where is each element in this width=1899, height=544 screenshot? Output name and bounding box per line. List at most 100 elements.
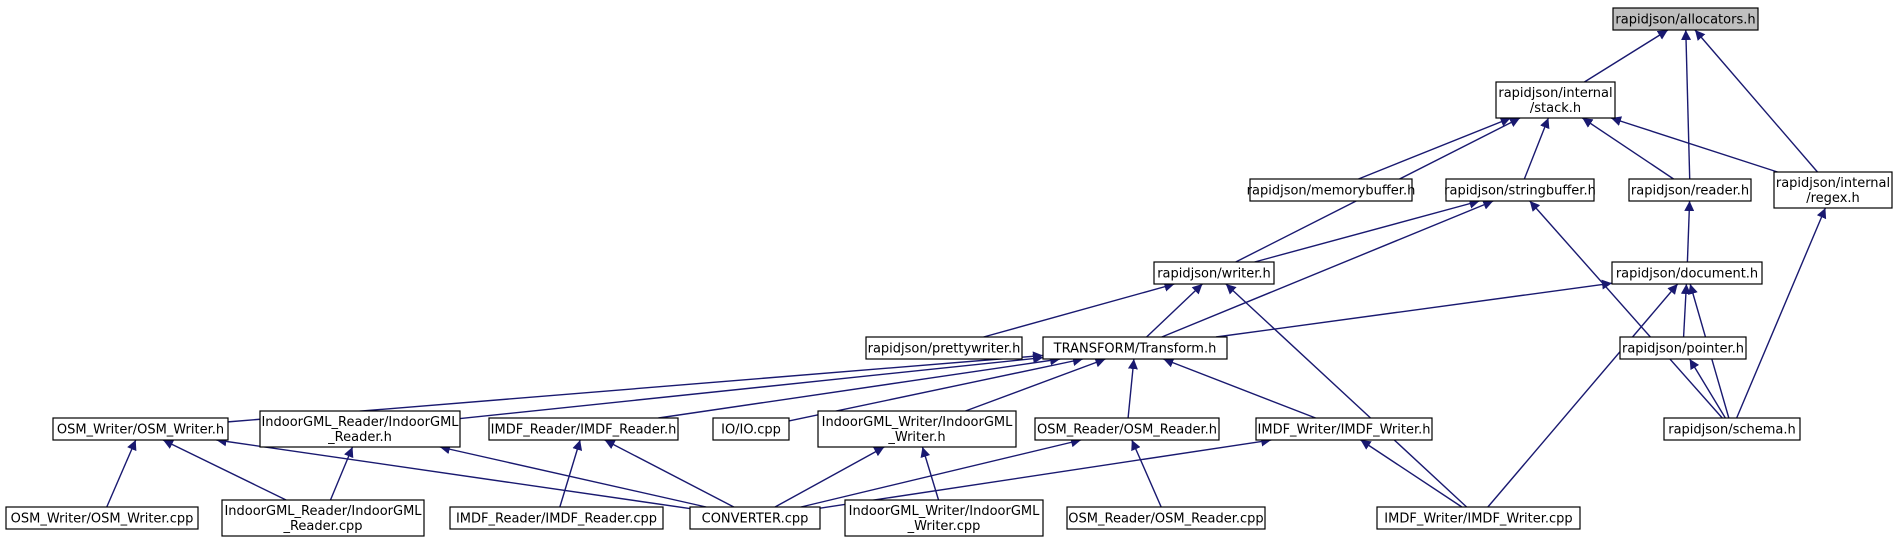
edge-imdf_writer_cpp-to-writer — [1225, 283, 1468, 508]
node-label: _Writer.cpp — [907, 519, 981, 534]
node-label: rapidjson/memorybuffer.h — [1247, 184, 1416, 199]
dependency-edges — [106, 29, 1827, 510]
edge-stringbuffer-to-stack — [1523, 117, 1550, 180]
edge-converter-to-indoorgml_reader_h — [439, 444, 707, 508]
node-indoorgml_reader_h[interactable]: IndoorGML_Reader/IndoorGML_Reader.h — [259, 410, 461, 448]
node-label: /stack.h — [1530, 101, 1581, 116]
node-imdf_writer_h[interactable]: IMDF_Writer/IMDF_Writer.h — [1255, 417, 1433, 441]
node-osm_reader_h[interactable]: OSM_Reader/OSM_Reader.h — [1034, 417, 1220, 441]
node-box — [865, 336, 1023, 360]
node-prettywriter[interactable]: rapidjson/prettywriter.h — [865, 336, 1023, 360]
node-label: CONVERTER.cpp — [702, 512, 809, 527]
node-label: IO/IO.cpp — [721, 423, 781, 438]
node-box — [1249, 178, 1413, 202]
edge-schema-to-pointer — [1689, 358, 1726, 419]
node-label: IndoorGML_Writer/IndoorGML — [822, 415, 1014, 430]
node-schema[interactable]: rapidjson/schema.h — [1663, 417, 1801, 441]
edge-imdf_reader_cpp-to-imdf_reader_h — [559, 439, 583, 508]
node-stack[interactable]: rapidjson/internal/stack.h — [1495, 81, 1616, 119]
node-box — [1611, 261, 1763, 285]
edge-writer-to-stringbuffer — [1254, 198, 1480, 263]
node-box — [689, 506, 821, 530]
node-stringbuffer[interactable]: rapidjson/stringbuffer.h — [1444, 178, 1596, 202]
node-box — [1773, 171, 1893, 209]
node-label: rapidjson/prettywriter.h — [868, 342, 1021, 357]
node-transform[interactable]: TRANSFORM/Transform.h — [1042, 336, 1228, 360]
node-indoorgml_writer_cpp[interactable]: IndoorGML_Writer/IndoorGML_Writer.cpp — [844, 499, 1044, 537]
edge-prettywriter-to-writer — [983, 281, 1175, 338]
node-imdf_writer_cpp[interactable]: IMDF_Writer/IMDF_Writer.cpp — [1376, 506, 1581, 530]
edge-converter-to-indoorgml_writer_h — [774, 446, 885, 508]
node-box — [1619, 336, 1747, 360]
node-label: rapidjson/schema.h — [1668, 423, 1796, 438]
node-osm_reader_cpp[interactable]: OSM_Reader/OSM_Reader.cpp — [1066, 506, 1266, 530]
edge-reader-to-allocators — [1681, 29, 1692, 180]
node-box — [1628, 178, 1752, 202]
node-osm_writer_cpp[interactable]: OSM_Writer/OSM_Writer.cpp — [5, 506, 199, 530]
node-box — [1663, 417, 1801, 441]
edge-indoorgml_reader_h-to-transform — [459, 353, 1044, 420]
edge-converter-to-imdf_reader_h — [604, 439, 735, 508]
node-label: rapidjson/allocators.h — [1615, 13, 1755, 28]
edge-regex-to-allocators — [1694, 29, 1819, 173]
node-regex[interactable]: rapidjson/internal/regex.h — [1773, 171, 1893, 209]
node-io_cpp[interactable]: IO/IO.cpp — [712, 417, 790, 441]
node-label: TRANSFORM/Transform.h — [1053, 342, 1217, 357]
node-label: rapidjson/internal — [1776, 176, 1890, 191]
edge-transform-to-document — [1215, 279, 1613, 338]
node-indoorgml_writer_h[interactable]: IndoorGML_Writer/IndoorGML_Writer.h — [817, 410, 1017, 448]
edge-imdf_writer_cpp-to-document — [1487, 283, 1679, 508]
node-document[interactable]: rapidjson/document.h — [1611, 261, 1763, 285]
node-box — [1376, 506, 1581, 530]
node-box — [52, 417, 229, 441]
node-label: IndoorGML_Writer/IndoorGML — [849, 504, 1041, 519]
edge-converter-to-imdf_writer_h — [819, 436, 1272, 509]
edge-schema-to-regex — [1736, 207, 1827, 419]
edge-osm_writer_cpp-to-osm_writer_h — [106, 439, 137, 508]
node-label: IMDF_Reader/IMDF_Reader.h — [491, 423, 677, 438]
node-label: /regex.h — [1806, 191, 1860, 206]
node-osm_writer_h[interactable]: OSM_Writer/OSM_Writer.h — [52, 417, 229, 441]
node-converter[interactable]: CONVERTER.cpp — [689, 506, 821, 530]
edge-memorybuffer-to-stack — [1358, 117, 1511, 180]
node-imdf_reader_h[interactable]: IMDF_Reader/IMDF_Reader.h — [488, 417, 679, 441]
node-imdf_reader_cpp[interactable]: IMDF_Reader/IMDF_Reader.cpp — [449, 506, 664, 530]
node-writer[interactable]: rapidjson/writer.h — [1153, 261, 1275, 285]
edge-converter-to-osm_writer_h — [216, 436, 691, 510]
edge-pointer-to-document — [1680, 283, 1691, 338]
edge-reader-to-stack — [1582, 117, 1674, 180]
node-box — [817, 410, 1017, 448]
file-nodes: rapidjson/allocators.h rapidjson/internal… — [5, 7, 1893, 537]
edge-osm_reader_cpp-to-osm_reader_h — [1131, 439, 1162, 508]
node-box — [1445, 178, 1595, 202]
node-box — [1153, 261, 1275, 285]
node-label: IMDF_Writer/IMDF_Writer.h — [1258, 423, 1431, 438]
node-box — [5, 506, 199, 530]
node-box — [1495, 81, 1616, 119]
node-reader[interactable]: rapidjson/reader.h — [1628, 178, 1752, 202]
edge-osm_reader_h-to-transform — [1127, 358, 1138, 419]
node-label: rapidjson/document.h — [1616, 267, 1758, 282]
edge-stack-to-allocators — [1584, 29, 1669, 83]
node-label: IMDF_Writer/IMDF_Writer.cpp — [1384, 512, 1572, 527]
node-box — [1066, 506, 1266, 530]
edge-imdf_reader_h-to-transform — [658, 355, 1061, 419]
node-label: OSM_Reader/OSM_Reader.cpp — [1068, 512, 1263, 527]
node-label: IndoorGML_Reader/IndoorGML — [261, 415, 459, 430]
node-indoorgml_reader_cpp[interactable]: IndoorGML_Reader/IndoorGML_Reader.cpp — [221, 499, 425, 537]
node-label: rapidjson/writer.h — [1157, 267, 1271, 282]
node-box — [1042, 336, 1228, 360]
node-label: rapidjson/stringbuffer.h — [1444, 184, 1596, 199]
edge-imdf_writer_cpp-to-imdf_writer_h — [1360, 439, 1463, 508]
node-label: rapidjson/reader.h — [1631, 184, 1749, 199]
node-pointer[interactable]: rapidjson/pointer.h — [1619, 336, 1747, 360]
node-memorybuffer[interactable]: rapidjson/memorybuffer.h — [1247, 178, 1416, 202]
edge-schema-to-stringbuffer — [1529, 200, 1723, 419]
edge-indoorgml_reader_cpp-to-indoorgml_reader_h — [329, 446, 354, 501]
node-label: _Writer.h — [887, 430, 945, 445]
node-label: rapidjson/pointer.h — [1622, 342, 1744, 357]
edge-converter-to-osm_reader_h — [800, 437, 1082, 508]
node-label: _Reader.cpp — [282, 519, 362, 534]
node-label: rapidjson/internal — [1498, 86, 1612, 101]
node-allocators[interactable]: rapidjson/allocators.h — [1612, 7, 1759, 31]
